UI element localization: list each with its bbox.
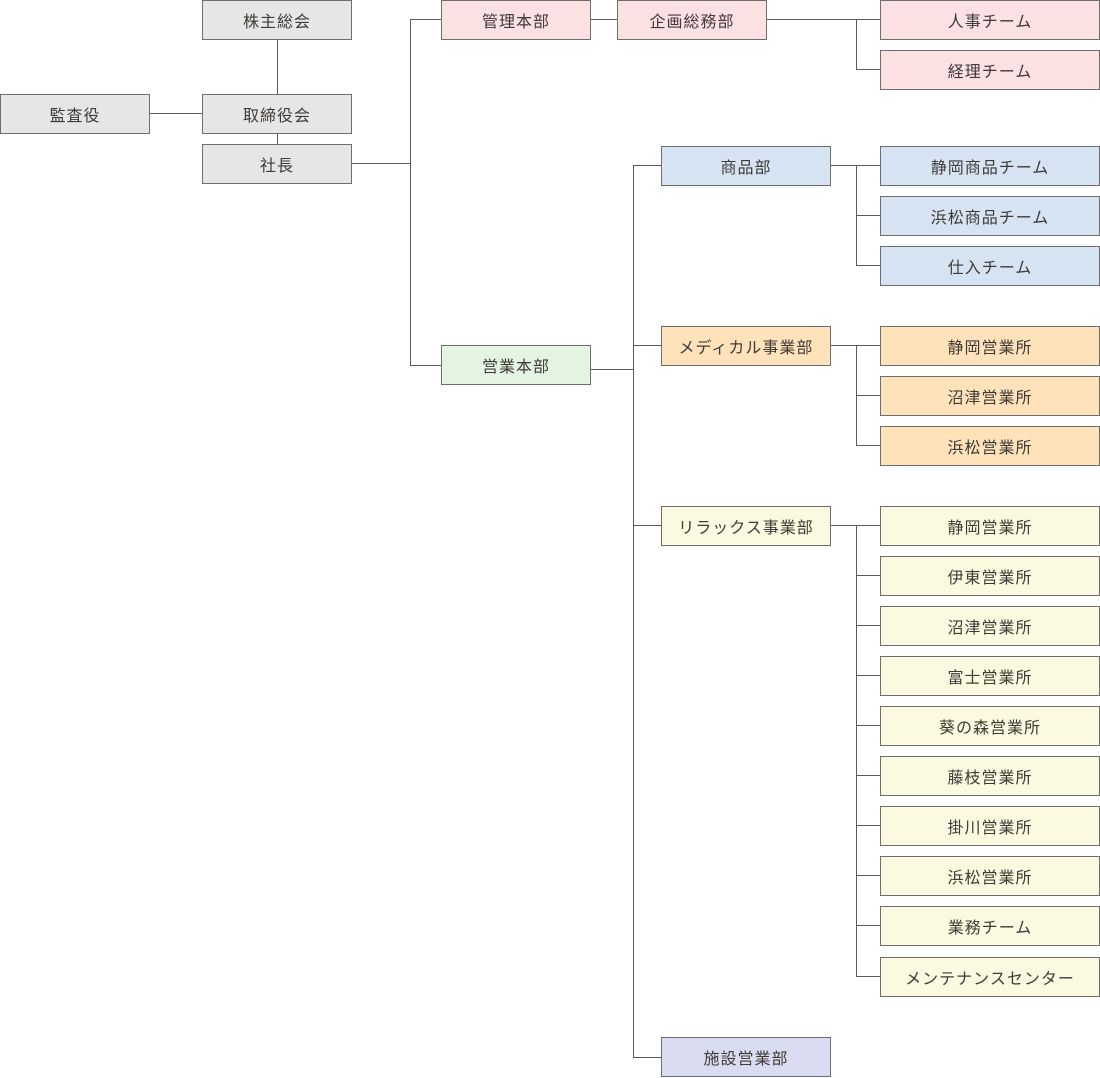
connector	[633, 345, 661, 346]
connector	[856, 265, 880, 266]
relax-office-box: 静岡営業所	[880, 506, 1100, 546]
connector	[856, 395, 880, 396]
relax-office-box: 掛川営業所	[880, 806, 1100, 846]
connector	[767, 19, 880, 20]
admin-hq-box: 管理本部	[441, 0, 591, 40]
connector	[633, 165, 634, 1057]
connector	[410, 19, 441, 20]
shareholders-meeting-box: 株主総会	[202, 0, 352, 40]
medical-office-box: 浜松営業所	[880, 426, 1100, 466]
relax-office-box: メンテナンスセンター	[880, 957, 1100, 997]
connector	[410, 19, 411, 365]
connector	[856, 575, 880, 576]
accounting-team-box: 経理チーム	[880, 50, 1100, 90]
relax-office-box: 沼津営業所	[880, 606, 1100, 646]
connector	[856, 875, 880, 876]
relax-office-box: 藤枝営業所	[880, 756, 1100, 796]
connector	[830, 165, 880, 166]
sales-hq-box: 営業本部	[441, 345, 591, 385]
product-team-box: 静岡商品チーム	[880, 146, 1100, 186]
connector	[633, 165, 661, 166]
connector	[856, 445, 880, 446]
connector	[856, 825, 880, 826]
connector	[856, 925, 880, 926]
auditor-box: 監査役	[0, 94, 150, 134]
medical-division-box: メディカル事業部	[661, 326, 831, 366]
connector	[633, 1057, 661, 1058]
planning-dept-box: 企画総務部	[617, 0, 767, 40]
connector	[590, 19, 617, 20]
facility-sales-dept-box: 施設営業部	[661, 1037, 831, 1077]
connector	[856, 625, 880, 626]
connector	[856, 525, 857, 976]
product-dept-box: 商品部	[661, 146, 831, 186]
connector	[830, 525, 880, 526]
connector	[856, 215, 880, 216]
connector	[856, 69, 880, 70]
board-of-directors-box: 取締役会	[202, 94, 352, 134]
connector	[633, 525, 661, 526]
connector	[856, 675, 880, 676]
relax-office-box: 伊東営業所	[880, 556, 1100, 596]
product-team-box: 浜松商品チーム	[880, 196, 1100, 236]
hr-team-box: 人事チーム	[880, 0, 1100, 40]
connector	[277, 40, 278, 94]
connector	[150, 113, 203, 114]
relax-office-box: 葵の森営業所	[880, 706, 1100, 746]
connector	[830, 345, 880, 346]
connector	[590, 369, 633, 370]
connector	[856, 725, 880, 726]
connector	[856, 775, 880, 776]
president-box: 社長	[202, 144, 352, 184]
relax-office-box: 富士営業所	[880, 656, 1100, 696]
connector	[352, 163, 410, 164]
connector	[856, 976, 880, 977]
connector	[277, 133, 278, 144]
relax-division-box: リラックス事業部	[661, 506, 831, 546]
product-team-box: 仕入チーム	[880, 246, 1100, 286]
medical-office-box: 沼津営業所	[880, 376, 1100, 416]
connector	[856, 19, 857, 69]
medical-office-box: 静岡営業所	[880, 326, 1100, 366]
connector	[410, 365, 441, 366]
relax-office-box: 業務チーム	[880, 906, 1100, 946]
relax-office-box: 浜松営業所	[880, 856, 1100, 896]
